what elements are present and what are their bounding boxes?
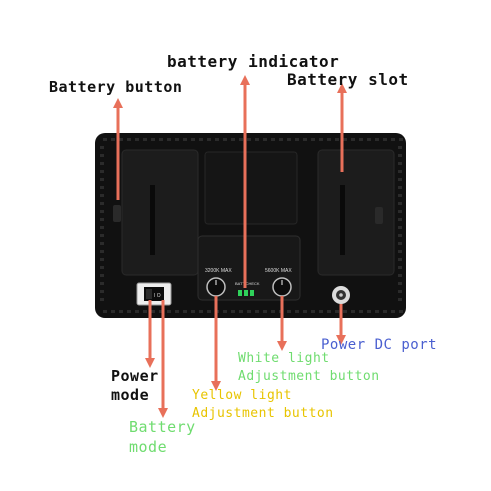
- battery-indicator-leds: [238, 290, 254, 296]
- label-yellow-light-2: Adjustment button: [192, 406, 334, 421]
- knob-left-label: 3200K MAX: [205, 268, 232, 274]
- label-power-mode-1: Power: [111, 367, 159, 385]
- knob-right-label: 5600K MAX: [265, 268, 292, 274]
- callout-arrows: [113, 75, 347, 418]
- svg-text:I O: I O: [154, 293, 161, 299]
- label-battery-mode-2: mode: [129, 438, 168, 456]
- label-power-mode-2: mode: [111, 386, 150, 404]
- battery-button[interactable]: [113, 205, 121, 222]
- white-light-knob[interactable]: [272, 277, 292, 297]
- mode-switch[interactable]: I O: [136, 282, 172, 306]
- ventilation-grid: [100, 138, 403, 313]
- battery-slot-right: [317, 149, 395, 276]
- label-battery-slot: Battery slot: [287, 70, 409, 89]
- label-white-light-1: White light: [238, 351, 330, 366]
- label-white-light-2: Adjustment button: [238, 369, 380, 384]
- battery-slot-left: [121, 149, 199, 276]
- label-battery-indicator: battery indicator: [167, 52, 340, 71]
- power-dc-port[interactable]: [332, 286, 350, 304]
- light-panel-back: 3200K MAX 5600K MAX BATT.CHECK I O: [95, 133, 406, 318]
- label-battery-mode-1: Battery: [129, 418, 196, 436]
- yellow-light-knob[interactable]: [206, 277, 226, 297]
- label-battery-button: Battery button: [49, 78, 183, 96]
- label-power-dc-port: Power DC port: [321, 337, 438, 353]
- label-yellow-light-1: Yellow light: [192, 388, 292, 403]
- batt-check-label: BATT.CHECK: [235, 281, 260, 286]
